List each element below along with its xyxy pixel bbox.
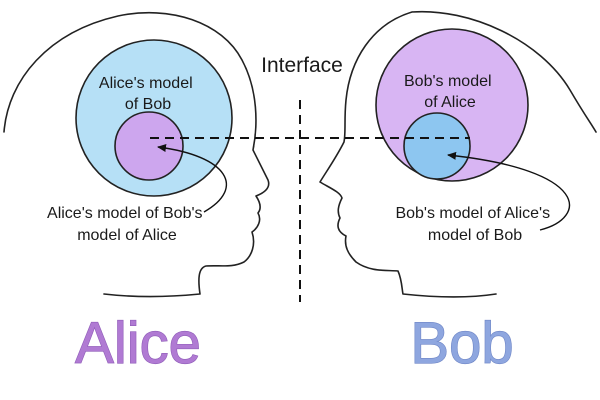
alice-name: Alice xyxy=(75,311,201,376)
interface-label: Interface xyxy=(261,54,343,77)
alice-nested-caption-line1: Alice's model of Bob's xyxy=(47,205,203,222)
bob-nested-caption-line2: model of Bob xyxy=(428,227,522,244)
alice-head-outline xyxy=(3,11,270,298)
bob-model-of-alice-line2: of Alice xyxy=(424,94,476,111)
bob-nested-model-caption: Bob's model of Alice's model of Bob xyxy=(395,205,554,244)
bob-nested-model-circle xyxy=(403,112,471,180)
alice-model-of-bob-line2: of Bob xyxy=(125,96,171,113)
alice-caption-arrow xyxy=(157,144,227,213)
bob-nested-caption-line1: Bob's model of Alice's xyxy=(395,205,550,222)
alice-nested-model-caption: Alice's model of Bob's model of Alice xyxy=(47,205,207,244)
alice-model-of-bob-line1: Alice's model xyxy=(99,75,193,92)
bob-caption-arrow xyxy=(447,151,571,231)
alice-nested-model-circle xyxy=(114,111,184,181)
bob-name: Bob xyxy=(410,311,513,376)
alice-nested-caption-line2: model of Alice xyxy=(77,227,177,244)
bob-model-of-alice-label: Bob's model of Alice xyxy=(404,73,496,111)
alice-model-of-bob-label: Alice's model of Bob xyxy=(99,75,197,113)
bob-model-of-alice-line1: Bob's model xyxy=(404,73,492,90)
bob-head-outline xyxy=(319,10,597,298)
